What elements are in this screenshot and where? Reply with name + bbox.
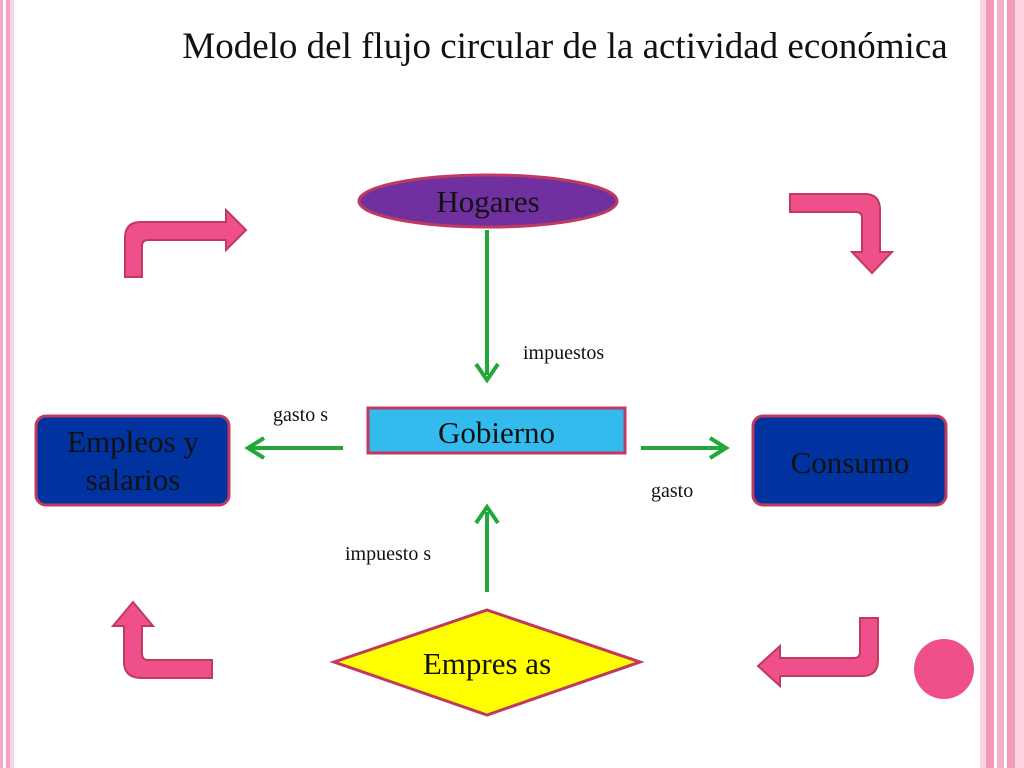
pink-bent-arrow-top-right [789,193,895,275]
gobierno-node [366,406,627,455]
green-arrow-impuestos-down [474,230,500,384]
gobierno-label: Gobierno [437,414,556,450]
green-arrow-gastos-left [244,436,343,460]
consumo-node [751,414,948,507]
pink-decorative-circle [914,639,974,699]
consumo-label: Consumo [790,445,910,480]
left-decorative-border [0,0,14,768]
impuestos-bottom-label: impuesto s [345,543,432,565]
hogares-label: Hogares [436,184,540,219]
empresas-label: Empres as [422,646,552,681]
pink-bent-arrow-top-left [124,207,248,278]
empleos-node [34,414,231,507]
pink-bent-arrow-bottom-left [110,600,213,679]
gasto-right-label: gasto [651,480,694,502]
slide-title: Modelo del flujo circular de la activida… [182,26,948,67]
hogares-node [357,173,619,229]
empresas-node [329,608,645,717]
gastos-left-label: gasto s [273,404,328,426]
green-arrow-gasto-right [641,436,730,460]
pink-bent-arrow-bottom-right [756,617,879,689]
empleos-label: Empleos y salarios [67,424,199,497]
impuestos-top-label: impuestos [523,342,605,364]
green-arrow-impuestos-up [474,503,500,592]
right-decorative-border [980,0,1024,768]
